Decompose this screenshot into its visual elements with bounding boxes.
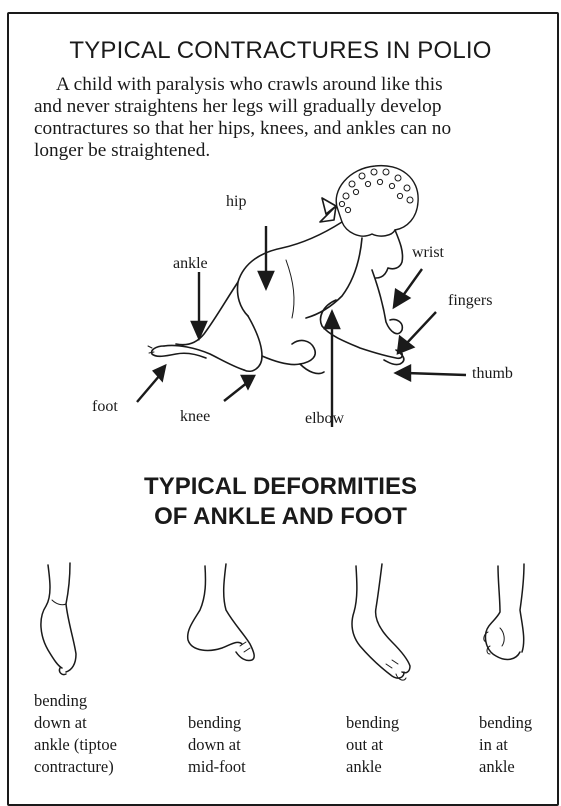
caption-in-line: in at (479, 734, 532, 756)
foot-drawing-in-at-ankle (484, 564, 524, 659)
caption-midfoot-line: mid-foot (188, 756, 246, 778)
foot-deformities-illustrations (0, 0, 561, 787)
caption-tiptoe-line: down at (34, 712, 117, 734)
caption-midfoot-line: down at (188, 734, 246, 756)
caption-tiptoe-line: contracture) (34, 756, 117, 778)
foot-drawing-tiptoe (41, 563, 76, 675)
caption-tiptoe-line: bending (34, 690, 117, 712)
caption-out-line: out at (346, 734, 399, 756)
foot-drawing-out-at-ankle (352, 564, 410, 680)
caption-out-line: bending (346, 712, 399, 734)
caption-tiptoe: bending down at ankle (tiptoe contractur… (34, 690, 117, 778)
document-page: TYPICAL CONTRACTURES IN POLIO A child wi… (0, 0, 561, 787)
caption-tiptoe-line: ankle (tiptoe (34, 734, 117, 756)
foot-drawing-midfoot (188, 564, 254, 661)
caption-in-at-ankle: bending in at ankle (479, 712, 532, 778)
caption-out-line: ankle (346, 756, 399, 778)
caption-out-at-ankle: bending out at ankle (346, 712, 399, 778)
caption-midfoot-line: bending (188, 712, 246, 734)
caption-in-line: ankle (479, 756, 532, 778)
caption-in-line: bending (479, 712, 532, 734)
caption-midfoot: bending down at mid-foot (188, 712, 246, 778)
